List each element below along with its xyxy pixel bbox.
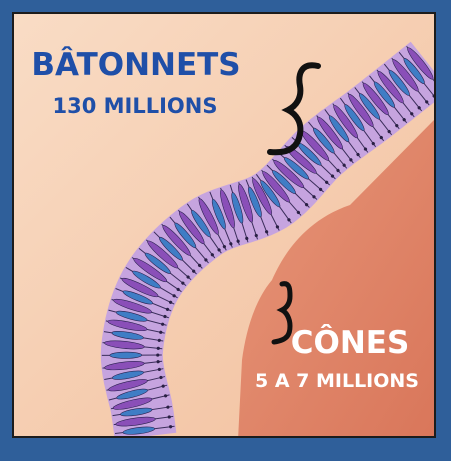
rods-count: 130 MILLIONS [22,96,248,117]
rods-title: BÂTONNETS [18,50,254,81]
cones-title: CÔNES [268,328,432,359]
cell-nucleus [156,353,159,356]
cones-count: 5 A 7 MILLIONS [230,372,444,391]
cone-segment [110,352,142,359]
cell-nucleus [439,88,443,92]
